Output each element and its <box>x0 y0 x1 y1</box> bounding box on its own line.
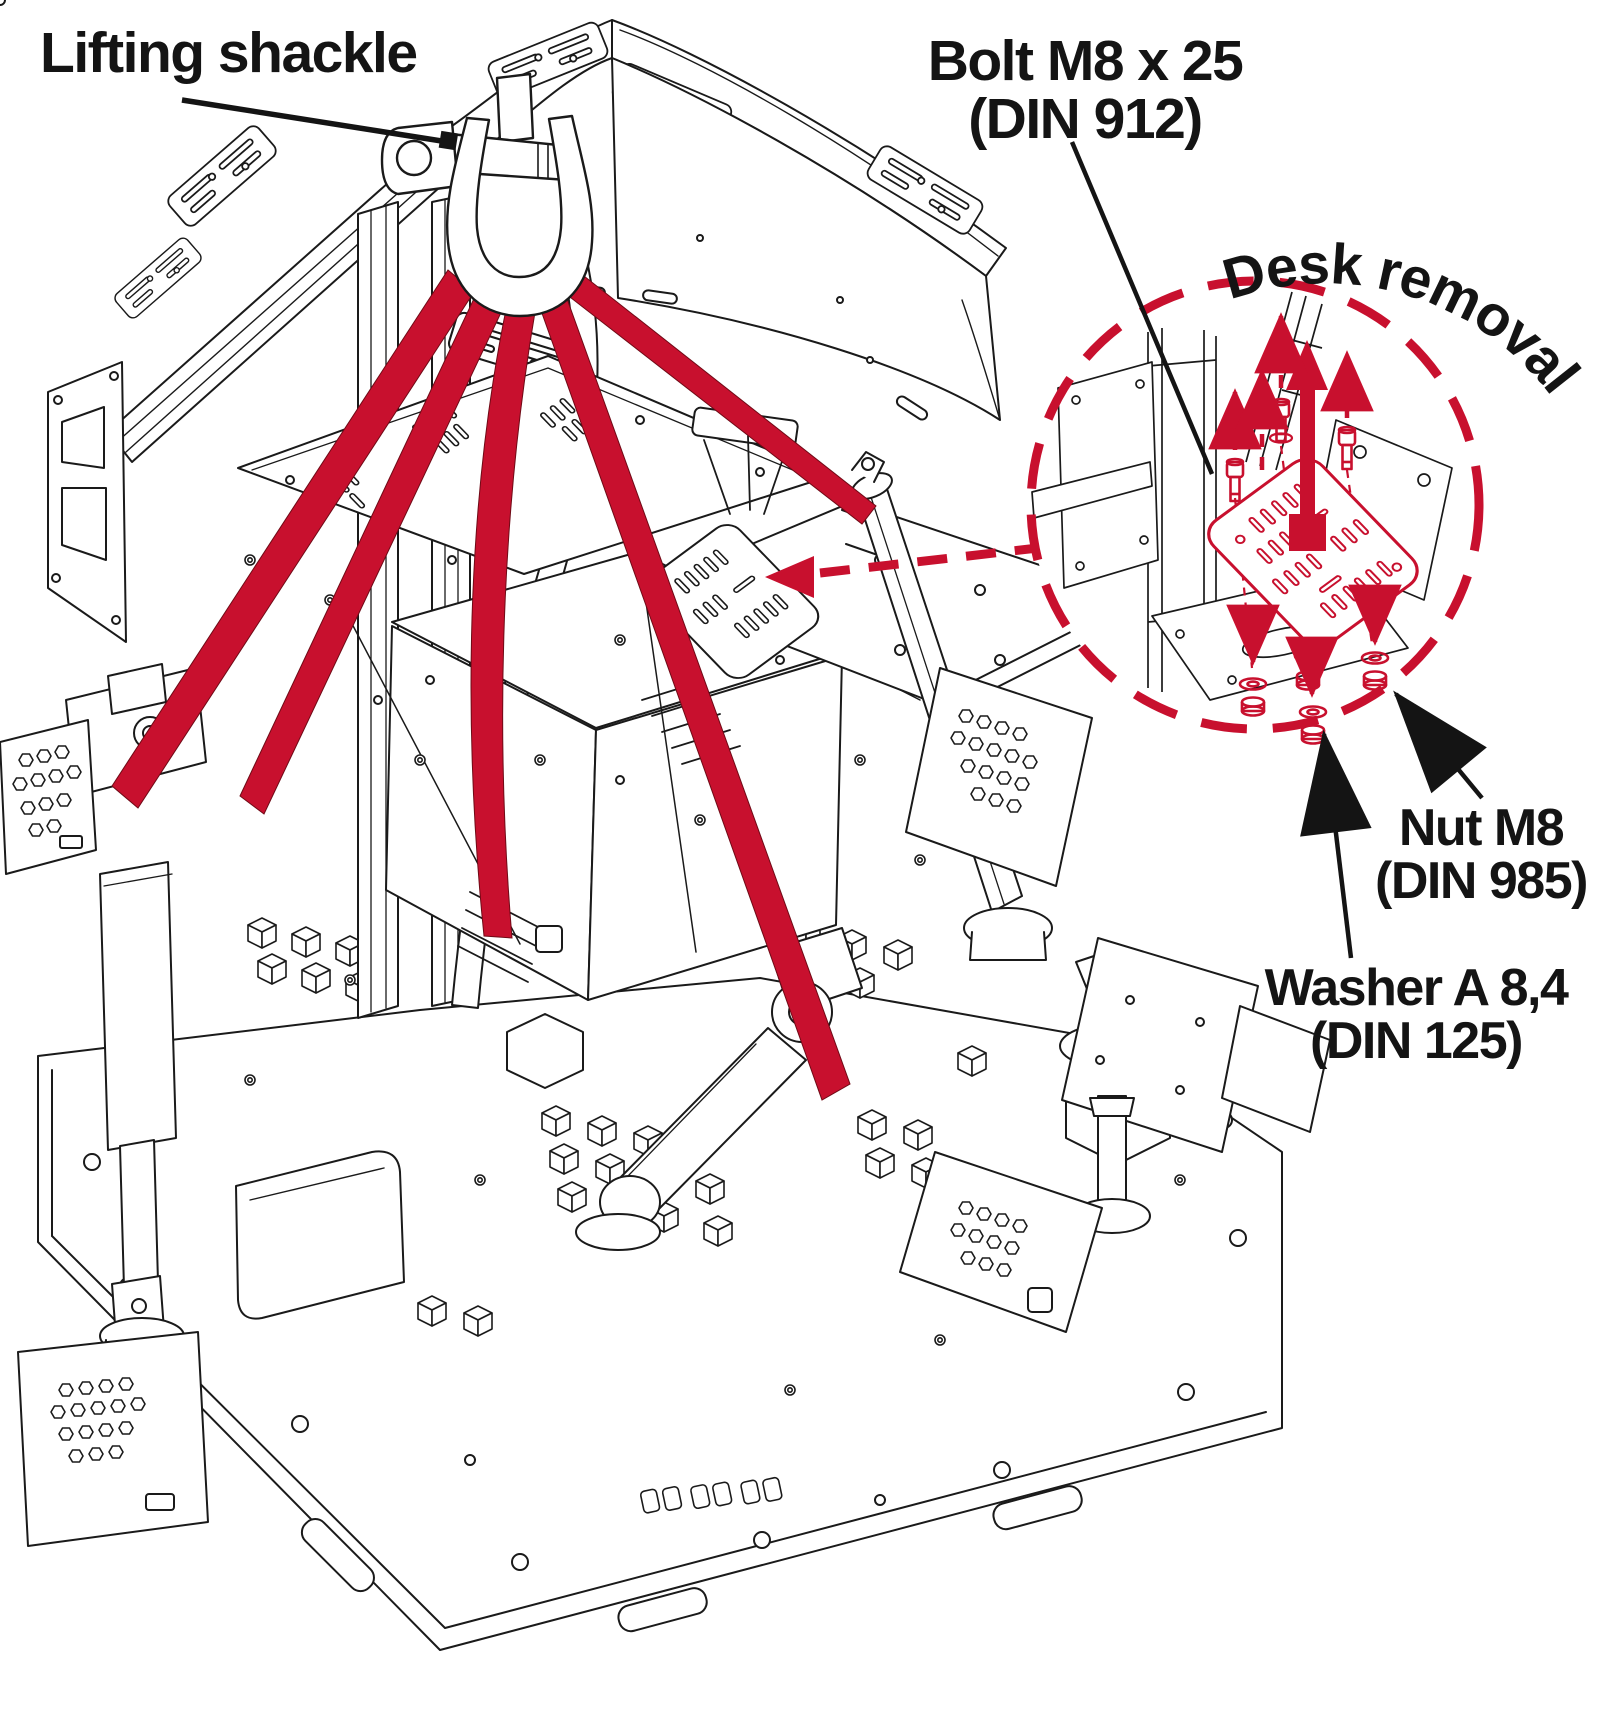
label-leaders <box>181 97 1487 959</box>
bolt-label-line2: (DIN 912) <box>968 87 1203 152</box>
shackle-clevis-hole <box>395 139 433 177</box>
desk-removal-callout <box>1026 276 1484 745</box>
bolt-leader <box>1069 141 1215 475</box>
washer-label: Washer A 8,4 (DIN 125) <box>1256 959 1576 1071</box>
lifting-shackle-label: Lifting shackle <box>40 21 418 85</box>
base-slot-pairs <box>639 1476 783 1514</box>
left-gusset-plate <box>47 361 127 643</box>
nut-leader <box>1393 690 1487 800</box>
callout-dashed-circle <box>1026 276 1484 734</box>
strap-center <box>470 299 537 939</box>
washer-label-line2: (DIN 125) <box>1310 1012 1523 1071</box>
callout-leader-arrowhead <box>765 556 814 598</box>
bolt-label-line1: Bolt M8 x 25 <box>927 29 1244 93</box>
left-vent-boxes <box>0 719 209 1547</box>
washer-leader <box>1300 729 1372 959</box>
pedal-box <box>235 1150 405 1320</box>
lower-right-assembly <box>899 937 1331 1333</box>
desk-removal-arrow <box>1286 340 1328 551</box>
lifting-shackle-leader <box>181 97 449 145</box>
callout-red-parts <box>1207 312 1419 745</box>
washer-label-line1: Washer A 8,4 <box>1264 959 1569 1017</box>
nut-label-line1: Nut M8 <box>1398 799 1565 857</box>
screen-panel <box>570 57 1001 421</box>
nut-label-line2: (DIN 985) <box>1375 852 1588 911</box>
shackle-mount-tab <box>495 72 535 144</box>
lifting-straps <box>111 269 877 1101</box>
callout-leader <box>765 543 1039 598</box>
machine-line-art <box>0 0 1331 1651</box>
bolt-label: Bolt M8 x 25 (DIN 912) <box>895 32 1275 148</box>
shackle-bow <box>445 114 594 318</box>
lifting-shackle-leader-dot <box>438 130 459 151</box>
nut-label: Nut M8 (DIN 985) <box>1362 799 1600 911</box>
